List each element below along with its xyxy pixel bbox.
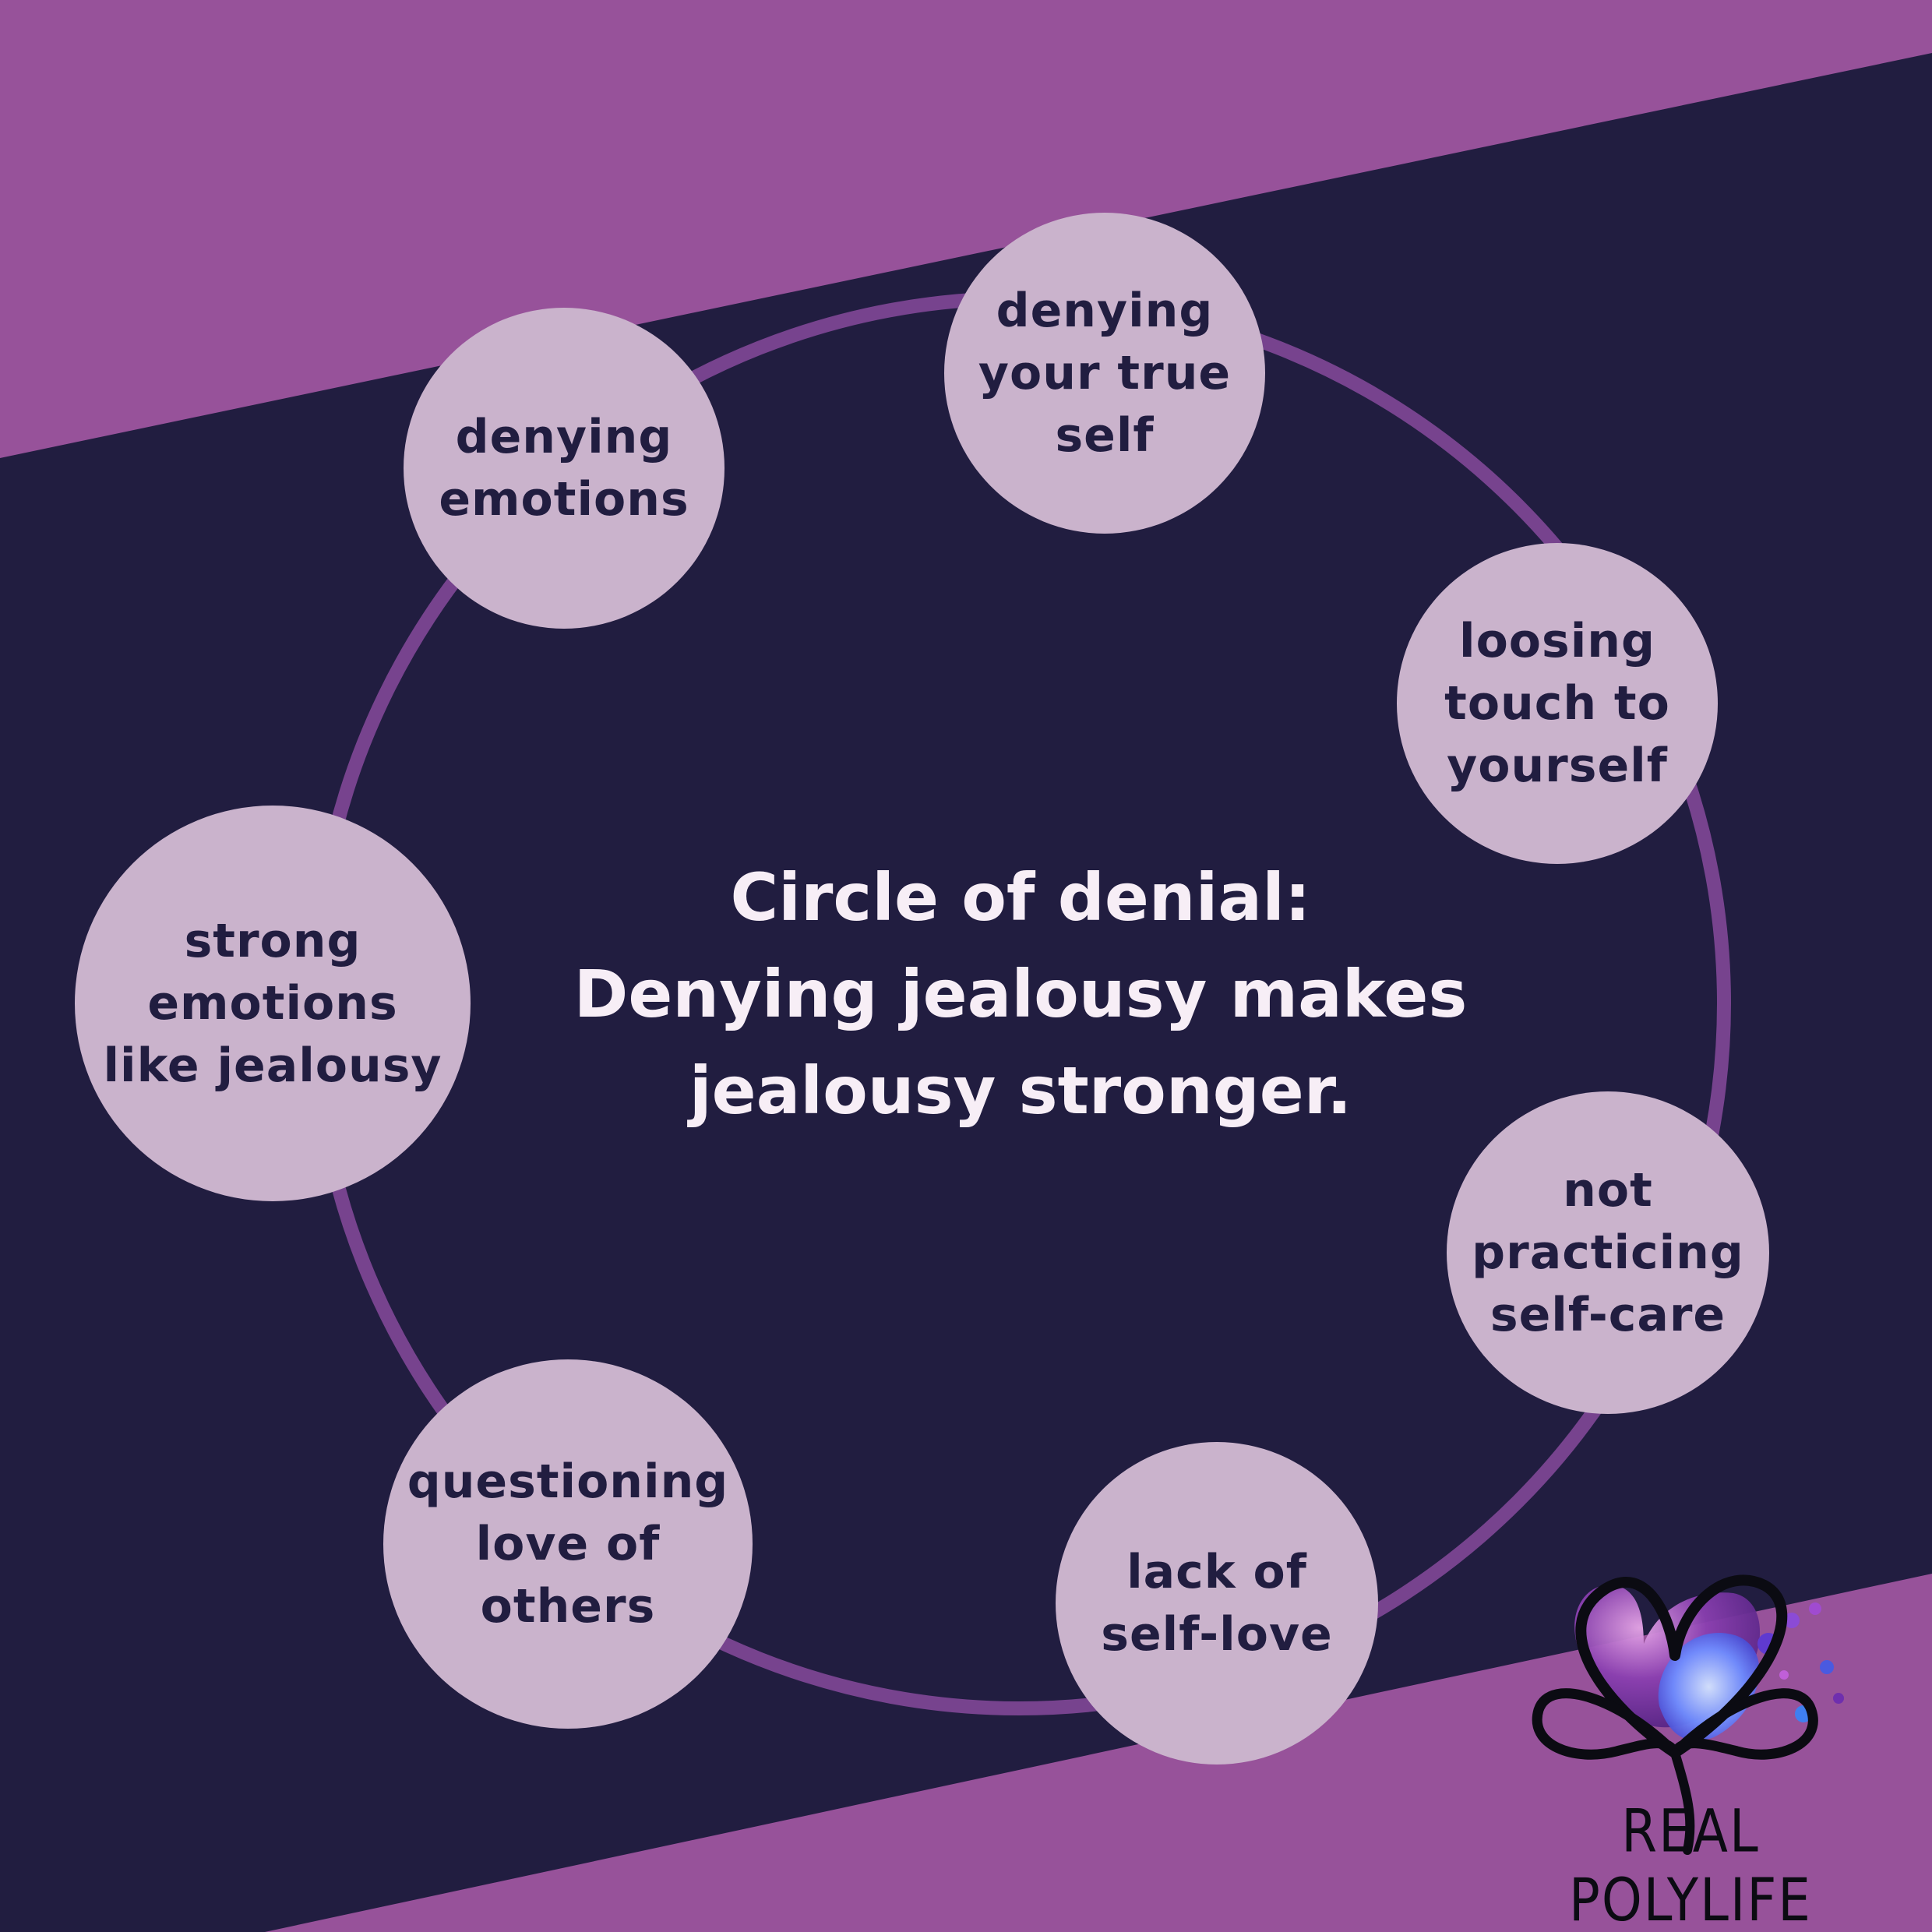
center-title: Circle of denial: Denying jealousy makes…: [573, 859, 1468, 1129]
cycle-node-loosing-touch: loosing touch to yourself: [1397, 543, 1718, 864]
cycle-node-not-practicing-self-care: not practicing self-care: [1447, 1091, 1769, 1414]
cycle-node-questioning-love: questioning love of others: [383, 1359, 753, 1729]
cycle-node-lack-of-self-love: lack of self-love: [1056, 1442, 1378, 1765]
node-label: loosing touch to yourself: [1444, 614, 1670, 793]
brand-name: REAL POLYLIFE: [1569, 1796, 1812, 1932]
node-label: denying your true self: [978, 284, 1232, 463]
node-label: questioning love of others: [407, 1454, 729, 1634]
cycle-node-strong-emotions: strong emotions like jealousy: [75, 806, 471, 1201]
cycle-node-denying-true-self: denying your true self: [944, 213, 1265, 534]
heart-infinity-logo-icon: [1532, 1574, 1844, 1855]
node-label: lack of self-love: [1101, 1545, 1333, 1662]
node-label: denying emotions: [439, 410, 689, 527]
bottom-purple-band: [265, 1574, 1932, 1932]
cycle-node-denying-emotions: denying emotions: [404, 308, 724, 629]
node-label: strong emotions like jealousy: [103, 914, 442, 1093]
node-label: not practicing self-care: [1472, 1163, 1744, 1342]
